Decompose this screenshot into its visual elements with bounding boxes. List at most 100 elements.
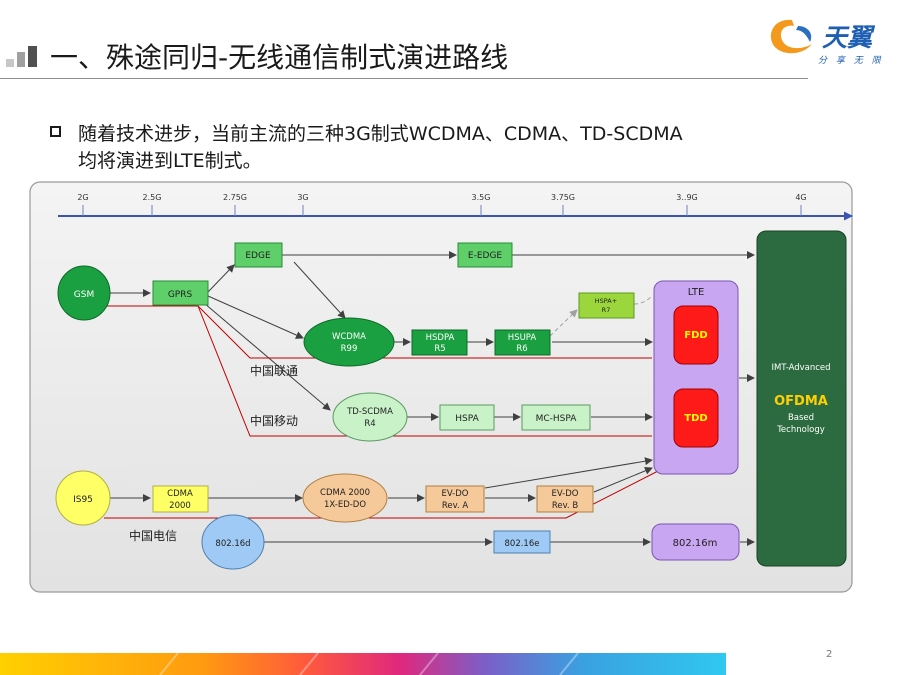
evdo-b-label: EV-DO — [552, 489, 579, 499]
tick-label: 3..9G — [676, 193, 697, 202]
gprs-node — [152, 280, 209, 306]
tdd-box — [673, 388, 719, 448]
wimax-16d-node — [201, 514, 265, 570]
evdo-a-label: EV-DO — [442, 489, 469, 499]
operator-telecom-label: 中国电信 — [129, 528, 177, 543]
tick-2-5g: 2.5G — [143, 193, 162, 216]
td-scdma-sub-label: R4 — [364, 419, 375, 429]
timeline-ticks: 2G 2.5G 2.75G 3G 3.5G 3.75G 3..9G 4G — [77, 193, 807, 216]
hspa-plus-sub-label: R7 — [602, 306, 611, 314]
title-decor-icon — [6, 46, 37, 67]
tick-2g: 2G — [77, 193, 89, 216]
gprs-label: GPRS — [168, 290, 193, 300]
evdo-a-node — [425, 485, 485, 513]
cdma2000-1x-label: CDMA 2000 — [320, 488, 370, 498]
footer-stripe-texture — [159, 652, 579, 675]
tick-3-5g: 3.5G — [472, 193, 491, 216]
tick-label: 3.5G — [472, 193, 491, 202]
fdd-label: FDD — [684, 330, 707, 341]
mc-hspa-node — [521, 404, 591, 431]
operator-mobile-label: 中国移动 — [250, 413, 298, 428]
bullet-icon — [50, 126, 61, 137]
body-text-line-1: 随着技术进步，当前主流的三种3G制式WCDMA、CDMA、TD-SCDMA — [78, 123, 683, 145]
logo-swirl-icon — [770, 19, 812, 54]
title-divider — [0, 78, 808, 79]
imt-advanced-label: IMT-Advanced — [771, 363, 830, 373]
operator-lines — [76, 305, 661, 519]
gsm-node — [57, 265, 111, 321]
hsdpa-node — [411, 329, 468, 356]
fdd-box — [673, 305, 719, 365]
operator-line-unicom — [76, 305, 652, 359]
gsm-label: GSM — [74, 290, 94, 300]
based-label: Based — [788, 413, 814, 423]
arrow-evdob-lte — [593, 466, 653, 493]
ofdma-label: OFDMA — [774, 394, 828, 409]
tick-label: 2.75G — [223, 193, 247, 202]
e-edge-node — [457, 242, 513, 268]
cdma2000-1x-sub-label: 1X-ED-DO — [324, 500, 366, 510]
tick-3g: 3G — [297, 193, 309, 216]
wimax-16e-label: 802.16e — [505, 539, 540, 549]
mc-hspa-label: MC-HSPA — [536, 414, 578, 424]
operator-line-mobile — [197, 305, 652, 437]
arrow-hsupa-hspaplus — [549, 309, 578, 337]
hspa-node — [439, 404, 495, 431]
body-text-line-2: 均将演进到LTE制式。 — [78, 150, 262, 172]
wimax-16m-label: 802.16m — [673, 538, 718, 549]
is95-label: IS95 — [73, 495, 93, 505]
lte-label: LTE — [688, 287, 705, 298]
logo-slogan: 分 享 无 限 — [818, 56, 884, 66]
wimax-16d-label: 802.16d — [215, 539, 250, 549]
technology-label: Technology — [776, 425, 825, 435]
page-number: 2 — [826, 649, 833, 660]
wcdma-label: WCDMA — [332, 332, 366, 342]
arrow-evdoa-lte — [484, 457, 653, 489]
cdma2000-node — [152, 485, 209, 513]
td-scdma-node — [332, 392, 408, 442]
tick-label: 2G — [77, 193, 88, 202]
is95-node — [55, 470, 111, 526]
hsdpa-sub-label: R5 — [434, 344, 445, 354]
evdo-b-node — [536, 485, 594, 513]
tick-3-75g: 3.75G — [551, 193, 575, 216]
e-edge-label: E-EDGE — [468, 251, 503, 261]
cdma2000-sub-label: 2000 — [169, 501, 191, 511]
footer-color-stripe — [0, 653, 726, 675]
arrow-gprs-wcdma — [207, 295, 304, 339]
diagram-panel — [29, 181, 853, 593]
arrow-gprs-tdscdma — [203, 302, 331, 411]
hspa-label: HSPA — [455, 414, 479, 424]
tdd-label: TDD — [684, 413, 707, 424]
page-title: 一、殊途同归-无线通信制式演进路线 — [50, 41, 509, 74]
cdma2000-label: CDMA — [167, 489, 193, 499]
tick-label: 4G — [795, 193, 806, 202]
logo-text: 天翼 — [822, 23, 873, 52]
arrow-hspaplus-lte — [633, 295, 653, 305]
arrow-edge-wcdma — [293, 261, 346, 319]
wimax-16m-node — [651, 523, 740, 561]
tick-label: 3.75G — [551, 193, 575, 202]
cdma2000-1x-node — [302, 473, 388, 523]
evdo-b-sub-label: Rev. B — [552, 501, 579, 511]
tick-3-9g: 3..9G — [676, 193, 698, 216]
operator-unicom-label: 中国联通 — [250, 363, 298, 378]
hsupa-sub-label: R6 — [516, 344, 527, 354]
td-scdma-label: TD-SCDMA — [346, 407, 393, 417]
evdo-a-sub-label: Rev. A — [442, 501, 469, 511]
hspa-plus-node — [578, 292, 635, 319]
hsupa-label: HSUPA — [508, 333, 537, 343]
arrow-gprs-edge — [207, 264, 235, 293]
operator-line-telecom — [104, 469, 661, 519]
wcdma-sub-label: R99 — [341, 344, 358, 354]
tick-label: 2.5G — [143, 193, 162, 202]
evolution-arrows — [110, 251, 755, 546]
wcdma-node — [303, 317, 395, 367]
tick-4g: 4G — [795, 193, 807, 216]
hsupa-node — [494, 329, 551, 356]
hspa-plus-label: HSPA+ — [595, 297, 617, 305]
edge-node — [234, 242, 283, 268]
tick-label: 3G — [297, 193, 308, 202]
hsdpa-label: HSDPA — [426, 333, 455, 343]
